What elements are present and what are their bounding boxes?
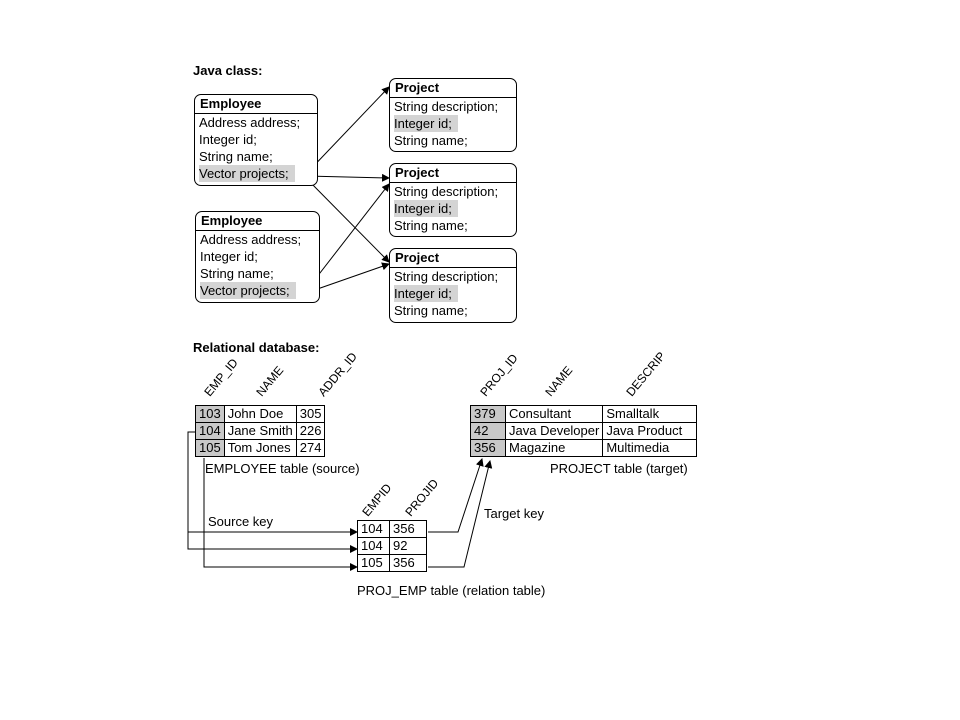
table-row: 104 Jane Smith 226 [195, 422, 326, 440]
employee-field-address: Address address; [199, 115, 301, 130]
employee-class-title: Employee [196, 212, 319, 231]
table-cell: 104 [357, 520, 390, 538]
table-cell: Smalltalk [602, 405, 698, 423]
emp1-to-project3-arrow [305, 177, 390, 263]
table-cell: John Doe [223, 405, 297, 423]
project-field-name: String name; [394, 218, 468, 233]
table-row: 103 John Doe 305 [195, 405, 326, 423]
table-cell: Java Developer [504, 422, 604, 440]
table-row: 105 Tom Jones 274 [195, 439, 326, 457]
employee-class-box-1: Employee Address address; Integer id; St… [194, 94, 318, 186]
relation-table: 104 356 104 92 105 356 [357, 520, 427, 572]
table-cell: 42 [470, 422, 506, 440]
table-row: 356 Magazine Multimedia [470, 439, 698, 457]
source-key-line-105 [203, 458, 358, 571]
emp1-to-project1-arrow [305, 86, 390, 175]
employee-class-title: Employee [195, 95, 317, 114]
table-row: 104 356 [357, 520, 427, 538]
employee-field-projects: Vector projects; [200, 282, 296, 299]
employee-field-name: String name; [200, 266, 274, 281]
table-cell: 92 [389, 537, 427, 555]
table-cell: 356 [470, 439, 506, 457]
project-field-id: Integer id; [394, 115, 458, 132]
project-field-id: Integer id; [394, 200, 458, 217]
table-cell: 105 [357, 554, 390, 572]
source-key-label: Source key [208, 514, 274, 529]
project-table-caption: PROJECT table (target) [550, 461, 688, 476]
table-cell: 379 [470, 405, 506, 423]
db-section-title: Relational database: [193, 340, 320, 355]
employee-table: 103 John Doe 305 104 Jane Smith 226 105 … [195, 405, 326, 457]
employee-field-name: String name; [199, 149, 273, 164]
project-class-title: Project [390, 79, 516, 98]
java-section-title: Java class: [193, 63, 263, 78]
table-row: 42 Java Developer Java Product [470, 422, 698, 440]
project-field-description: String description; [394, 184, 499, 199]
table-cell: Jane Smith [223, 422, 297, 440]
project-field-id: Integer id; [394, 285, 458, 302]
table-cell: Java Product [602, 422, 698, 440]
project-class-box-1: Project String description; Integer id; … [389, 78, 517, 152]
project-class-box-2: Project String description; Integer id; … [389, 163, 517, 237]
project-field-description: String description; [394, 269, 499, 284]
table-cell: Consultant [504, 405, 604, 423]
source-key-line-104a [187, 431, 358, 536]
project-class-title: Project [390, 249, 516, 268]
table-cell: 104 [195, 422, 225, 440]
employee-field-id: Integer id; [200, 249, 258, 264]
table-cell: 274 [295, 439, 326, 457]
table-cell: Magazine [504, 439, 604, 457]
table-cell: 305 [295, 405, 326, 423]
table-cell: 103 [195, 405, 225, 423]
table-row: 105 356 [357, 554, 427, 572]
emp1-to-project2-arrow [305, 173, 390, 182]
project-field-name: String name; [394, 133, 468, 148]
table-cell: 104 [357, 537, 390, 555]
table-row: 104 92 [357, 537, 427, 555]
target-key-line-2 [428, 460, 493, 568]
project-field-description: String description; [394, 99, 499, 114]
project-table: 379 Consultant Smalltalk 42 Java Develop… [470, 405, 698, 457]
table-cell: 105 [195, 439, 225, 457]
source-key-line-104b [187, 532, 358, 553]
target-key-line-1 [428, 458, 484, 533]
table-cell: Multimedia [602, 439, 698, 457]
project-class-box-3: Project String description; Integer id; … [389, 248, 517, 323]
employee-table-caption: EMPLOYEE table (source) [205, 461, 360, 476]
table-cell: Tom Jones [223, 439, 297, 457]
table-cell: 226 [295, 422, 326, 440]
relation-table-caption: PROJ_EMP table (relation table) [357, 583, 546, 598]
project-class-title: Project [390, 164, 516, 183]
project-field-name: String name; [394, 303, 468, 318]
employee-field-id: Integer id; [199, 132, 257, 147]
table-cell: 356 [389, 554, 427, 572]
employee-field-projects: Vector projects; [199, 165, 295, 182]
table-cell: 356 [389, 520, 427, 538]
target-key-label: Target key [484, 506, 544, 521]
table-row: 379 Consultant Smalltalk [470, 405, 698, 423]
employee-field-address: Address address; [200, 232, 302, 247]
employee-class-box-2: Employee Address address; Integer id; St… [195, 211, 320, 303]
